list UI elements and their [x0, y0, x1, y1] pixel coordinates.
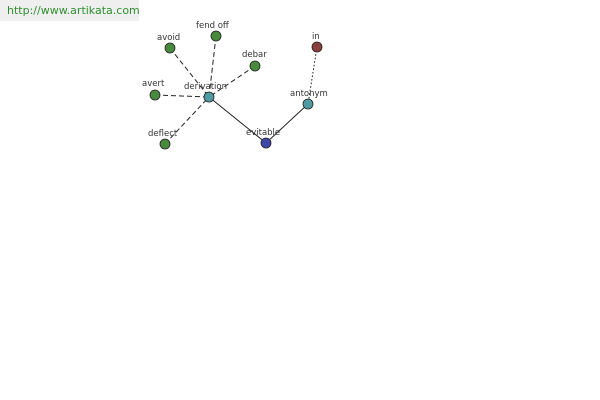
- node-label-fend-off[interactable]: fend off: [196, 21, 230, 31]
- node-circle-deflect[interactable]: [159, 138, 171, 150]
- edge-derivation-to-evitable: [208, 96, 267, 144]
- node-label-avoid[interactable]: avoid: [157, 33, 180, 43]
- nodes-layer: evitable derivation antonym in avoid fend off…: [142, 21, 328, 150]
- node-antonym[interactable]: antonym: [290, 89, 328, 110]
- node-circle-derivation[interactable]: [203, 91, 215, 103]
- node-label-avert[interactable]: avert: [142, 79, 165, 89]
- node-label-evitable[interactable]: evitable: [246, 128, 280, 138]
- node-avoid[interactable]: avoid: [157, 33, 180, 54]
- edge-debar-to-derivation: [208, 65, 256, 98]
- edge-avoid-to-derivation: [169, 47, 210, 98]
- node-derivation[interactable]: derivation: [184, 82, 227, 103]
- node-circle-avoid[interactable]: [164, 42, 176, 54]
- node-fend-off[interactable]: fend off: [196, 21, 230, 42]
- edge-deflect-to-derivation: [164, 96, 210, 145]
- node-circle-debar[interactable]: [249, 60, 261, 72]
- edges-layer: [154, 35, 318, 145]
- node-debar[interactable]: debar: [242, 50, 267, 72]
- node-label-antonym[interactable]: antonym: [290, 89, 328, 99]
- edge-fend-off-to-derivation: [208, 35, 217, 98]
- node-label-in[interactable]: in: [312, 32, 320, 42]
- node-label-derivation[interactable]: derivation: [184, 82, 227, 92]
- edge-avert-to-derivation: [154, 94, 210, 98]
- node-avert[interactable]: avert: [142, 79, 165, 101]
- node-label-deflect[interactable]: deflect: [148, 129, 178, 139]
- node-circle-evitable[interactable]: [260, 137, 272, 149]
- edge-antonym-to-evitable: [265, 103, 309, 144]
- node-deflect[interactable]: deflect: [148, 129, 178, 150]
- node-circle-in[interactable]: [311, 41, 323, 53]
- node-label-debar[interactable]: debar: [242, 50, 267, 60]
- edge-in-to-antonym: [307, 46, 318, 105]
- node-circle-fend-off[interactable]: [210, 30, 222, 42]
- node-in[interactable]: in: [311, 32, 323, 53]
- node-circle-avert[interactable]: [149, 89, 161, 101]
- node-evitable[interactable]: evitable: [246, 128, 280, 149]
- site-url-watermark[interactable]: http://www.artikata.com: [0, 0, 140, 21]
- node-circle-antonym[interactable]: [302, 98, 314, 110]
